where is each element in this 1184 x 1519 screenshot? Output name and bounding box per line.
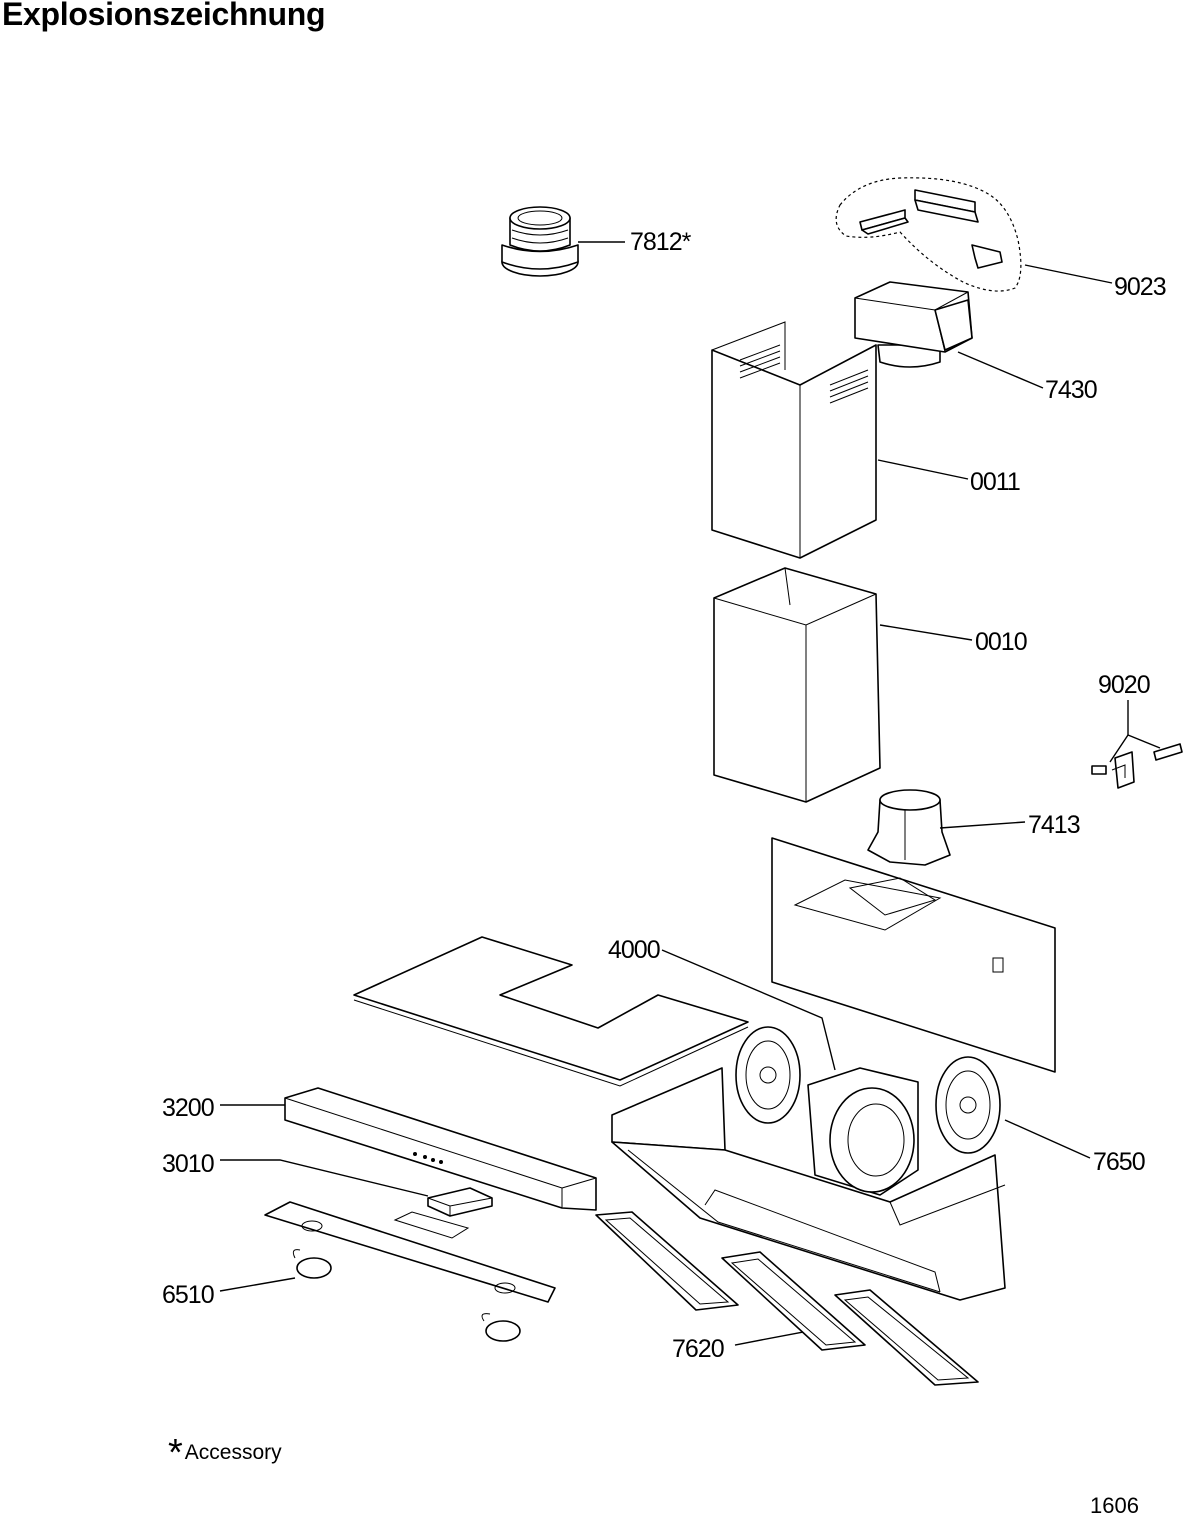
- label-0010: 0010: [975, 628, 1027, 656]
- leader-0010: [879, 624, 973, 641]
- label-3010: 3010: [162, 1150, 214, 1178]
- leader-7650: [1004, 1119, 1091, 1159]
- part-3010-control: [427, 1187, 493, 1217]
- leader-0011: [877, 459, 969, 480]
- part-top-plate: [353, 936, 749, 1087]
- part-7413-flange: [867, 789, 951, 866]
- label-9023: 9023: [1114, 273, 1166, 301]
- part-7812-adapter: [501, 206, 579, 277]
- leader-9023: [1024, 264, 1113, 284]
- part-7620-filters: [595, 1211, 979, 1386]
- part-9023-brackets: [835, 177, 1022, 292]
- label-7620: 7620: [672, 1335, 724, 1363]
- page-number: 1606: [1090, 1493, 1139, 1518]
- label-7430: 7430: [1045, 376, 1097, 404]
- leader-7430: [957, 351, 1044, 389]
- footnote-text: Accessory: [184, 1441, 282, 1464]
- part-bottom-tray: [264, 1201, 556, 1303]
- footnote-star: *: [168, 1432, 183, 1474]
- leader-7620: [734, 1331, 804, 1346]
- label-6510: 6510: [162, 1281, 214, 1309]
- label-3200: 3200: [162, 1094, 214, 1122]
- part-3200-front-strip: [284, 1087, 597, 1211]
- label-7812: 7812*: [630, 228, 692, 256]
- page-title: Explosionszeichnung: [2, 0, 326, 32]
- part-0011-upper-chimney: [711, 321, 877, 559]
- leader-7413: [939, 821, 1026, 829]
- leader-3010: [220, 1159, 429, 1197]
- part-0010-lower-chimney: [713, 567, 881, 803]
- footnote: *Accessory: [168, 1432, 282, 1475]
- leader-4000: [661, 949, 836, 1071]
- part-back-panel: [771, 837, 1056, 1073]
- part-4000-motor: [807, 1067, 919, 1196]
- leader-6510: [219, 1277, 296, 1292]
- part-9020-fixings: [1091, 700, 1183, 789]
- label-7650: 7650: [1093, 1148, 1145, 1176]
- part-6510-lamps: [292, 1249, 521, 1342]
- part-canopy-housing: [611, 1067, 1006, 1301]
- part-7430-outlet: [854, 281, 973, 368]
- label-7413: 7413: [1028, 811, 1080, 839]
- label-9020: 9020: [1098, 671, 1150, 699]
- label-0011: 0011: [970, 468, 1020, 496]
- label-4000: 4000: [608, 936, 660, 964]
- part-7650-impellers: [735, 1026, 1001, 1154]
